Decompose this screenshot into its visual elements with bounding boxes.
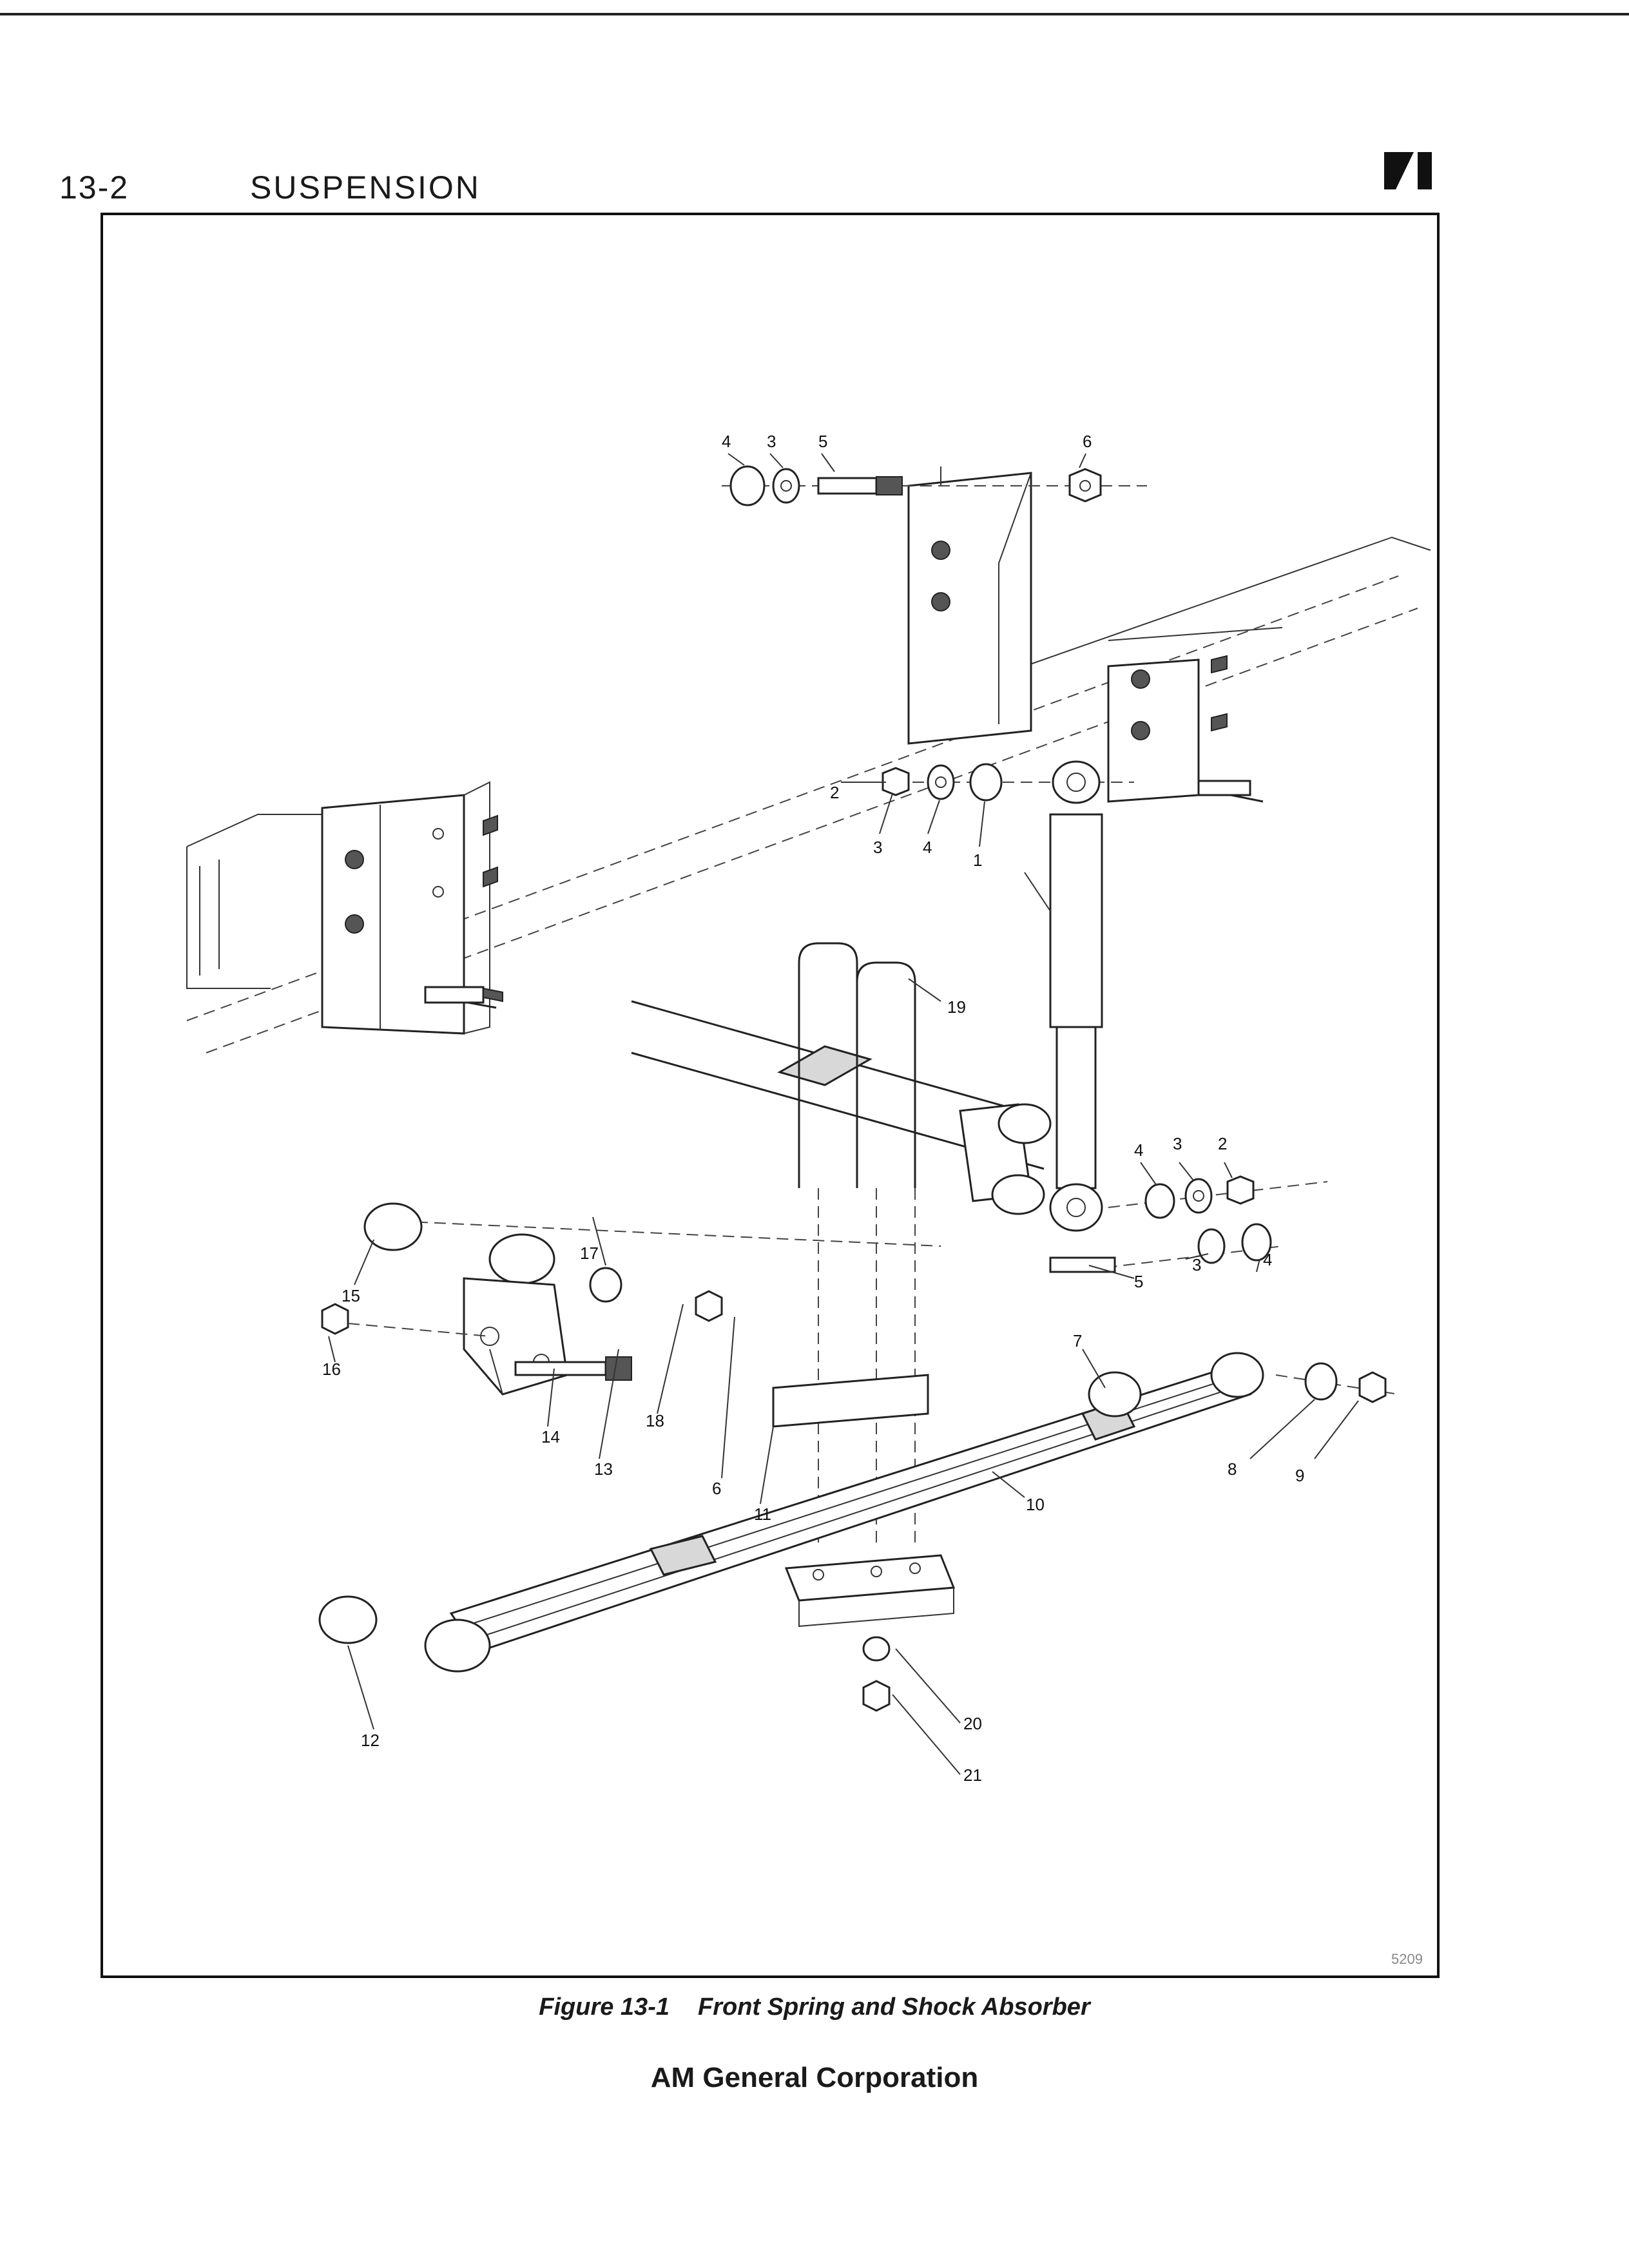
figure-frame: 4 3 5 6 2 3 4 1 19 4 3 2 5 3 4 7 8 9 10 … — [101, 213, 1440, 1978]
upper-shock-hardware — [722, 465, 1147, 802]
right-frame-bracket — [907, 466, 1264, 803]
callout-3c: 3 — [1173, 1134, 1182, 1153]
callout-18: 18 — [646, 1411, 664, 1430]
callout-17: 17 — [580, 1244, 599, 1263]
callout-5a: 5 — [818, 432, 827, 451]
leader-lines — [328, 453, 1359, 1775]
callout-14: 14 — [541, 1427, 560, 1446]
callout-4d: 4 — [1263, 1250, 1272, 1269]
callout-4a: 4 — [722, 432, 731, 451]
figure-caption: Figure 13-1 Front Spring and Shock Absorb… — [0, 1994, 1629, 2021]
callout-4c: 4 — [1134, 1140, 1143, 1160]
callout-9: 9 — [1295, 1466, 1304, 1485]
publisher-name: AM General Corporation — [650, 2062, 979, 2093]
callout-21: 21 — [963, 1765, 982, 1785]
callout-1: 1 — [973, 850, 982, 870]
callout-5b: 5 — [1134, 1272, 1143, 1291]
callout-3a: 3 — [767, 432, 776, 451]
rear-shackle-assembly — [321, 1202, 941, 1396]
top-rule — [0, 13, 1629, 15]
callout-3d: 3 — [1192, 1255, 1201, 1274]
callout-8: 8 — [1228, 1459, 1237, 1479]
am-general-logo-icon — [1384, 152, 1432, 189]
callout-6a: 6 — [1083, 432, 1092, 451]
callout-2a: 2 — [830, 783, 839, 802]
callout-labels: 4 3 5 6 2 3 4 1 19 4 3 2 5 3 4 7 8 9 10 … — [322, 432, 1304, 1785]
page-number: 13-2 — [59, 169, 130, 206]
callout-13: 13 — [594, 1459, 613, 1479]
callout-16: 16 — [322, 1360, 341, 1379]
figure-number: Figure 13-1 — [539, 1994, 670, 2021]
callout-20: 20 — [963, 1714, 982, 1733]
callout-19: 19 — [947, 997, 966, 1017]
callout-12: 12 — [361, 1731, 380, 1750]
callout-4b: 4 — [923, 838, 932, 857]
exploded-view-drawing: 4 3 5 6 2 3 4 1 19 4 3 2 5 3 4 7 8 9 10 … — [186, 432, 1431, 1785]
spring-plate — [772, 1374, 956, 1712]
axle-tube — [631, 1000, 1283, 1273]
section-title: SUSPENSION — [250, 169, 481, 206]
left-frame-bracket — [321, 781, 503, 1035]
callout-15: 15 — [342, 1286, 360, 1305]
callout-7: 7 — [1073, 1331, 1082, 1350]
figure-title: Front Spring and Shock Absorber — [697, 1994, 1090, 2021]
shock-absorber — [1049, 760, 1328, 1232]
drawing-number: 5209 — [1391, 1951, 1423, 1967]
callout-11: 11 — [754, 1504, 771, 1524]
callout-6b: 6 — [712, 1479, 721, 1498]
callout-2b: 2 — [1218, 1134, 1227, 1153]
callout-10: 10 — [1026, 1495, 1045, 1514]
callout-3b: 3 — [873, 838, 882, 857]
